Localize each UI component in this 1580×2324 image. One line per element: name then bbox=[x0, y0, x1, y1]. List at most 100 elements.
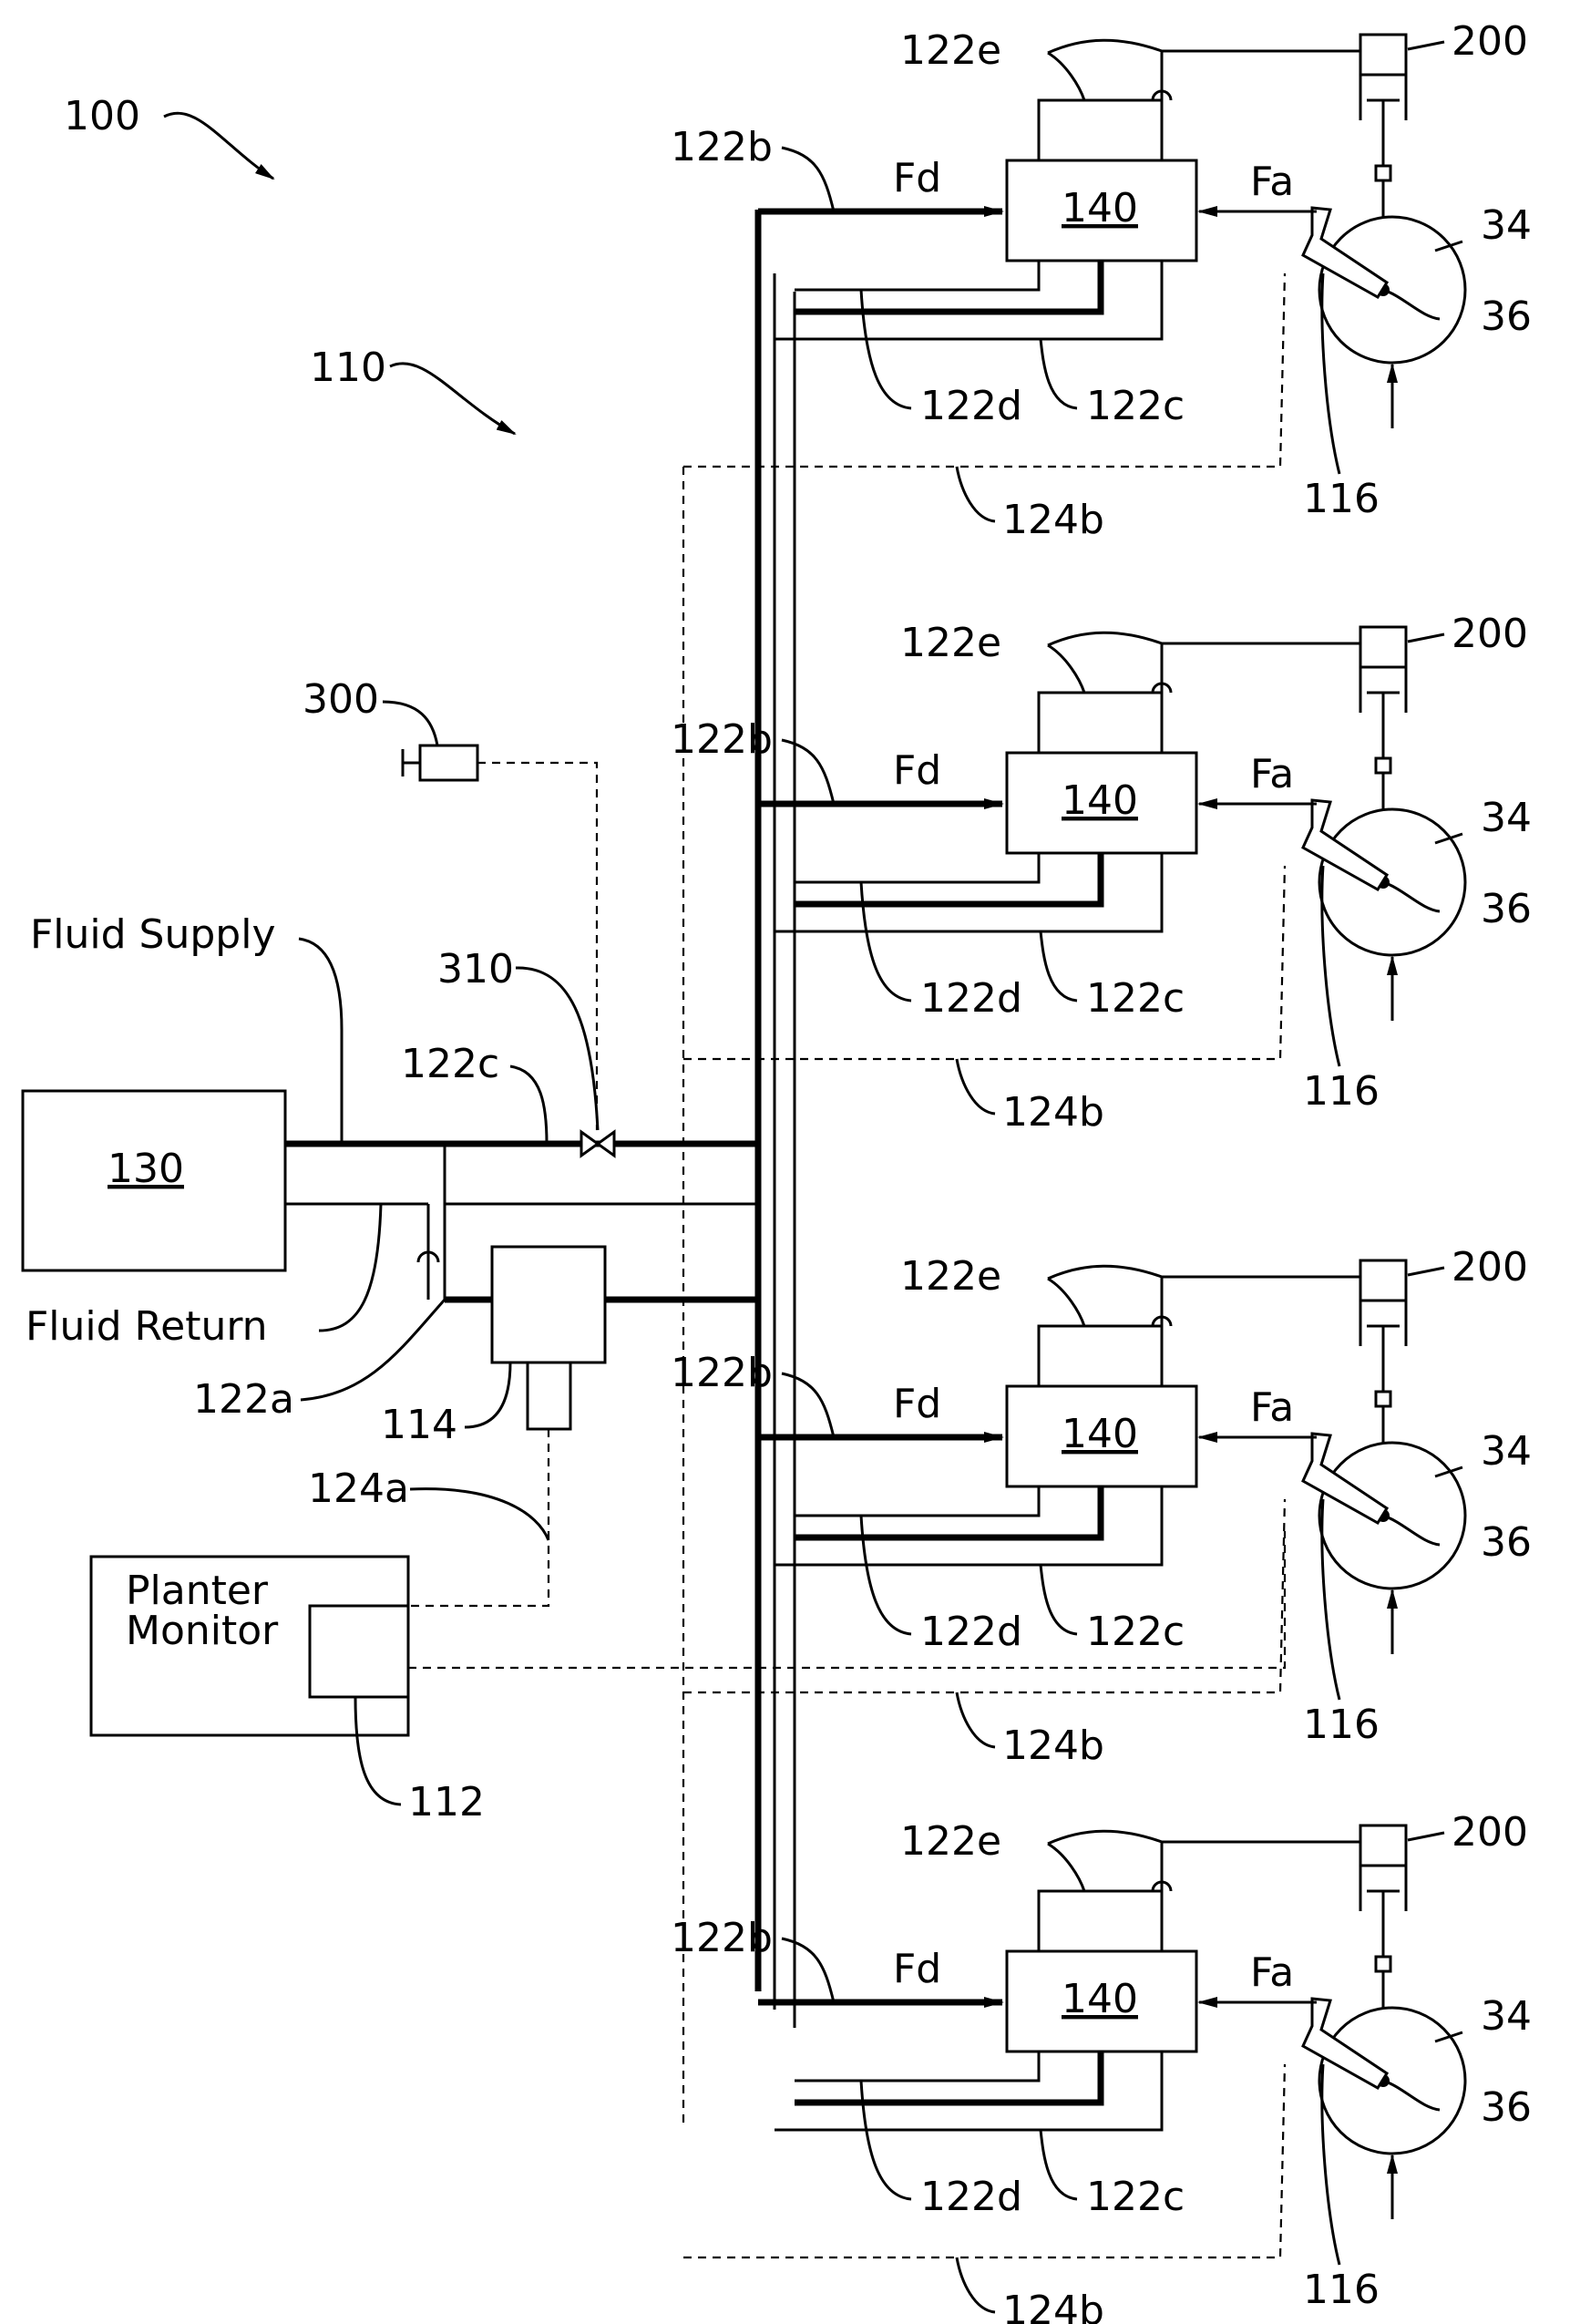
line-122d-path bbox=[795, 2051, 1101, 2103]
row-unit-1: 140 Fd 122b 122d 122c 122e 200 34 bbox=[671, 18, 1532, 543]
actuator-label: 140 bbox=[1062, 1976, 1138, 2022]
row-unit-2: 140 Fd 122b 122d 122c 122e 200 34 bbox=[671, 611, 1532, 1136]
cylinder-top bbox=[1360, 1260, 1406, 1301]
line-122b-label: 122b bbox=[671, 1350, 773, 1396]
line-return-path bbox=[795, 261, 1039, 290]
line-122c-main-leader bbox=[510, 1066, 547, 1144]
fluid-supply-leader bbox=[299, 939, 342, 1144]
line-122b-label: 122b bbox=[671, 124, 773, 170]
line-122b-leader bbox=[782, 1938, 834, 2002]
disc-label: 34 bbox=[1481, 1428, 1532, 1475]
arm-label: 116 bbox=[1303, 2267, 1380, 2313]
line-122d-path bbox=[795, 261, 1101, 312]
line-122c-label: 122c bbox=[1086, 383, 1185, 429]
line-122d-label: 122d bbox=[920, 2174, 1022, 2220]
line-122e-loop bbox=[1039, 1326, 1162, 1386]
row-unit-4: 140 Fd 122b 122d 122c 122e 200 34 bbox=[671, 1809, 1532, 2324]
pressure-control-label: 114 bbox=[381, 1402, 457, 1448]
line-122b-leader bbox=[782, 148, 834, 211]
cylinder-rod-end bbox=[1376, 166, 1390, 180]
signal-124b-leader bbox=[957, 1059, 995, 1114]
fd-label: Fd bbox=[893, 747, 941, 794]
arm-label: 116 bbox=[1303, 1702, 1380, 1748]
line-122e-leader bbox=[1048, 1831, 1162, 1891]
cylinder-top bbox=[1360, 1825, 1406, 1866]
line-122c-main-label: 122c bbox=[401, 1041, 499, 1087]
disc-34 bbox=[1319, 1443, 1465, 1589]
pressure-control-valve bbox=[528, 1363, 570, 1429]
line-122e-leader bbox=[1048, 40, 1162, 100]
cylinder-leader bbox=[1408, 1268, 1444, 1275]
row-unit-3: 140 Fd 122b 122d 122c 122e 200 34 bbox=[671, 1244, 1532, 1769]
disc-34 bbox=[1319, 2008, 1465, 2154]
signal-124a-leader bbox=[410, 1489, 549, 1540]
line-122b-leader bbox=[782, 1373, 834, 1437]
line-122b-leader bbox=[782, 740, 834, 804]
hub-label: 36 bbox=[1481, 293, 1532, 340]
line-122b-label: 122b bbox=[671, 716, 773, 763]
line-122e-to-cylinder bbox=[1162, 51, 1360, 100]
sensor-300-tip bbox=[403, 749, 420, 776]
subsystem-ref-label: 110 bbox=[310, 344, 386, 391]
disc-label: 34 bbox=[1481, 1993, 1532, 2040]
sensor-300-leader bbox=[383, 702, 437, 746]
line-122e-label: 122e bbox=[900, 1818, 1001, 1865]
line-122e-label: 122e bbox=[900, 1253, 1001, 1300]
disc-34 bbox=[1319, 217, 1465, 363]
line-122d-path bbox=[795, 853, 1101, 904]
cylinder-rod-end bbox=[1376, 1392, 1390, 1406]
cylinder-label: 200 bbox=[1452, 611, 1528, 657]
fa-label: Fa bbox=[1250, 1384, 1294, 1431]
signal-124b-leader bbox=[957, 1692, 995, 1747]
fa-label: Fa bbox=[1250, 751, 1294, 797]
line-122d-label: 122d bbox=[920, 1609, 1022, 1655]
disc-label: 34 bbox=[1481, 795, 1532, 841]
cylinder-label: 200 bbox=[1452, 1809, 1528, 1856]
line-122d-leader bbox=[861, 2081, 911, 2199]
system-ref-arrow bbox=[164, 113, 273, 179]
actuator-label: 140 bbox=[1062, 185, 1138, 231]
fluid-source-label: 130 bbox=[108, 1146, 184, 1192]
fd-label: Fd bbox=[893, 1381, 941, 1427]
line-122e-label: 122e bbox=[900, 27, 1001, 74]
line-122e-label: 122e bbox=[900, 620, 1001, 666]
cylinder-leader bbox=[1408, 634, 1444, 642]
line-122d-label: 122d bbox=[920, 383, 1022, 429]
line-122c-label: 122c bbox=[1086, 1609, 1185, 1655]
disc-34 bbox=[1319, 809, 1465, 955]
line-return-path bbox=[795, 2051, 1039, 2081]
disc-label: 34 bbox=[1481, 202, 1532, 249]
cylinder-leader bbox=[1408, 1833, 1444, 1840]
signal-124b-line bbox=[683, 2064, 1285, 2257]
line-122c-leader bbox=[1041, 931, 1077, 1001]
cylinder-top bbox=[1360, 627, 1406, 667]
valve-310-label: 310 bbox=[437, 946, 514, 992]
line-122e-loop bbox=[1039, 693, 1162, 753]
line-122d-path bbox=[795, 1486, 1101, 1537]
planter-monitor-title: Planter Monitor bbox=[126, 1568, 281, 1654]
line-122e-to-cylinder bbox=[1162, 643, 1360, 693]
line-122d-leader bbox=[861, 290, 911, 408]
cylinder-label: 200 bbox=[1452, 18, 1528, 65]
arm-label: 116 bbox=[1303, 1068, 1380, 1115]
line-122a-leader bbox=[301, 1300, 445, 1400]
cylinder-rod-end bbox=[1376, 1957, 1390, 1971]
line-122e-to-cylinder bbox=[1162, 1842, 1360, 1891]
line-122c-label: 122c bbox=[1086, 2174, 1185, 2220]
sensor-300-box bbox=[420, 746, 477, 780]
signal-124a-label: 124a bbox=[308, 1465, 409, 1512]
pressure-control-box bbox=[492, 1247, 605, 1363]
valve-310-icon bbox=[581, 1132, 614, 1156]
sensor-300-label: 300 bbox=[303, 676, 379, 723]
signal-124b-label: 124b bbox=[1002, 2288, 1104, 2324]
actuator-label: 140 bbox=[1062, 1411, 1138, 1457]
line-122a-label: 122a bbox=[193, 1376, 294, 1423]
fluid-return-label: Fluid Return bbox=[26, 1303, 268, 1350]
cylinder-top bbox=[1360, 35, 1406, 75]
signal-124b-label: 124b bbox=[1002, 1089, 1104, 1136]
line-122c-leader bbox=[1041, 1565, 1077, 1634]
system-ref-label: 100 bbox=[64, 93, 140, 139]
hub-label: 36 bbox=[1481, 886, 1532, 932]
line-122b-label: 122b bbox=[671, 1915, 773, 1961]
